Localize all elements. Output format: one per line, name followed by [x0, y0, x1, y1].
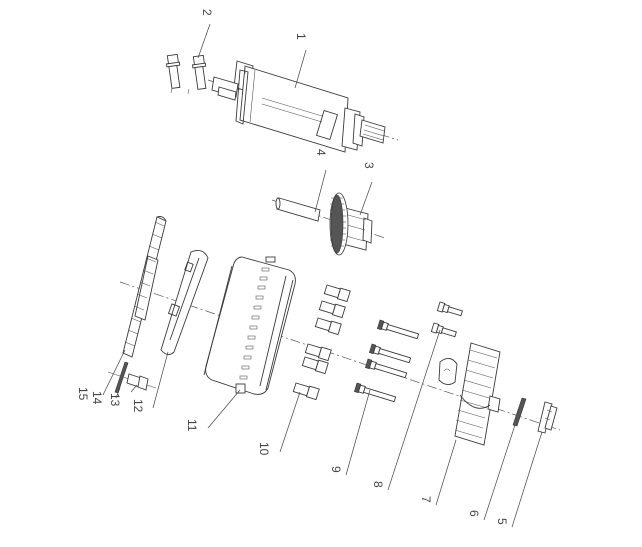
- part-13-bolt: [107, 371, 157, 391]
- callout-3: 3: [362, 162, 376, 169]
- part-7-cover-housing: [438, 342, 501, 446]
- callout-12: 12: [131, 399, 145, 413]
- part-9-long-bolts: [353, 319, 420, 403]
- callout-5: 5: [495, 518, 509, 525]
- callout-9: 9: [329, 466, 343, 473]
- callout-10: 10: [257, 442, 271, 456]
- callout-4: 4: [314, 149, 328, 156]
- part-6-washer: [512, 397, 527, 427]
- callout-labels: 2 1 4 3 15 14 13 12 11 10 9 8 7 6 5: [76, 9, 509, 525]
- part-2-bolts: [165, 53, 207, 95]
- part-1-starter-motor: [207, 60, 399, 153]
- callout-6: 6: [467, 510, 481, 517]
- part-4-shaft: [271, 197, 386, 239]
- part-10-dowel-pins: [292, 284, 351, 401]
- callout-11: 11: [185, 419, 199, 432]
- callout-13: 13: [108, 393, 122, 407]
- callout-1: 1: [294, 33, 308, 40]
- part-15-driven-gear: [122, 216, 167, 358]
- callout-2: 2: [200, 9, 214, 16]
- callout-15: 15: [76, 387, 90, 401]
- part-12-gasket: [160, 250, 209, 355]
- leader-lines: [102, 23, 543, 528]
- callout-8: 8: [371, 481, 385, 488]
- part-11-stator-housing: [203, 256, 296, 395]
- part-8-short-bolts: [430, 301, 463, 338]
- part-5-flange-nut: [537, 401, 558, 434]
- callout-7: 7: [419, 496, 433, 503]
- callout-14: 14: [90, 391, 104, 405]
- stator-slots: [239, 267, 270, 380]
- part-3-reduction-gear: [329, 192, 373, 256]
